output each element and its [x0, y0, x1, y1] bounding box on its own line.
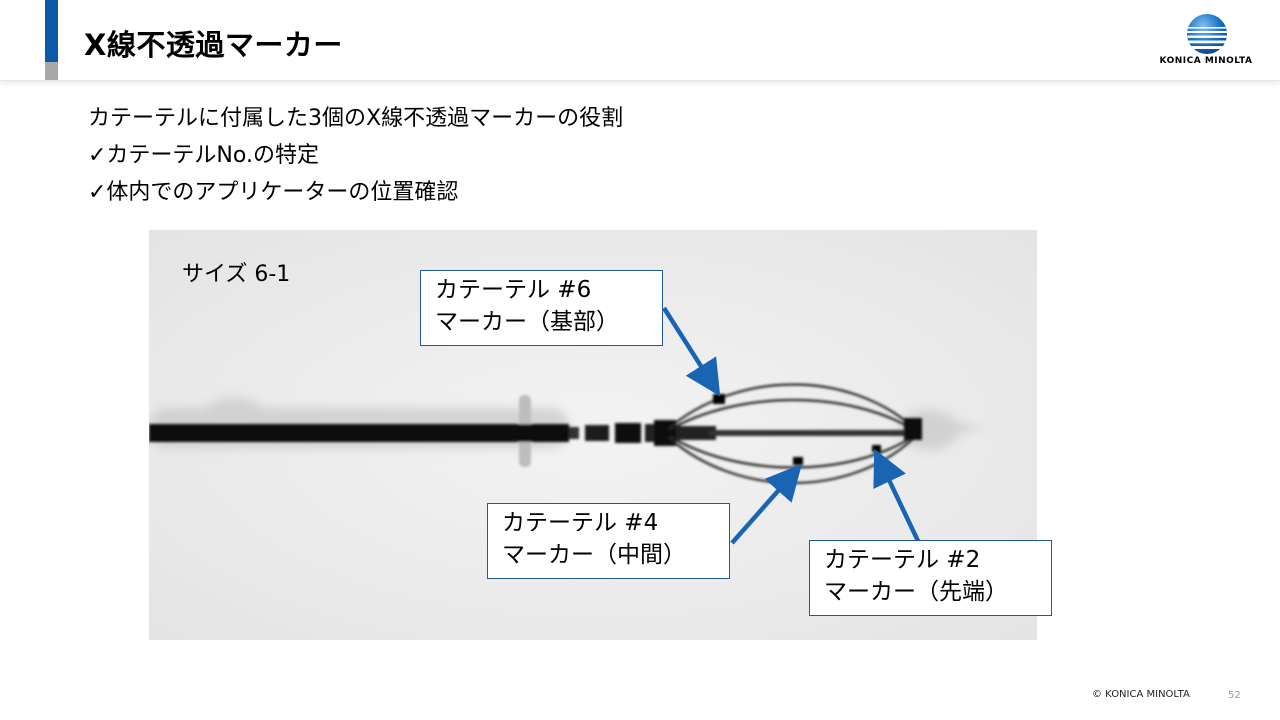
- footer-page-number: 52: [1228, 690, 1241, 701]
- brand-name: KONICA MINOLTA: [1159, 56, 1253, 66]
- callout-catheter-2-line1: カテーテル #2: [824, 547, 981, 573]
- header-accent-bar: [45, 0, 58, 62]
- konica-minolta-logo-icon: [1187, 14, 1227, 54]
- footer-copyright: © KONICA MINOLTA: [1092, 689, 1190, 700]
- bullet-line-applicator-position: ✓体内でのアプリケーターの位置確認: [88, 180, 459, 205]
- callout-catheter-4-line2: マーカー（中間）: [502, 542, 686, 568]
- callout-catheter-2-line2: マーカー（先端）: [824, 579, 1008, 605]
- slide-header: X線不透過マーカー KONICA MINOLTA: [0, 0, 1280, 81]
- bullet-line-catheter-number: ✓カテーテルNo.の特定: [88, 143, 319, 168]
- callout-catheter-2: カテーテル #2 マーカー（先端）: [809, 540, 1052, 616]
- bullet-line-intro: カテーテルに付属した3個のX線不透過マーカーの役割: [88, 106, 624, 131]
- callout-catheter-4: カテーテル #4 マーカー（中間）: [487, 503, 730, 579]
- callout-catheter-6-line2: マーカー（基部）: [435, 309, 619, 335]
- bullet-list: カテーテルに付属した3個のX線不透過マーカーの役割 ✓カテーテルNo.の特定 ✓…: [88, 100, 623, 211]
- callout-catheter-6-line1: カテーテル #6: [435, 277, 592, 303]
- figure-size-label: サイズ 6-1: [182, 262, 291, 287]
- header-accent-bar-grey: [45, 62, 58, 80]
- slide-title: X線不透過マーカー: [84, 28, 343, 62]
- callout-catheter-4-line1: カテーテル #4: [502, 510, 659, 536]
- callout-catheter-6: カテーテル #6 マーカー（基部）: [420, 270, 663, 346]
